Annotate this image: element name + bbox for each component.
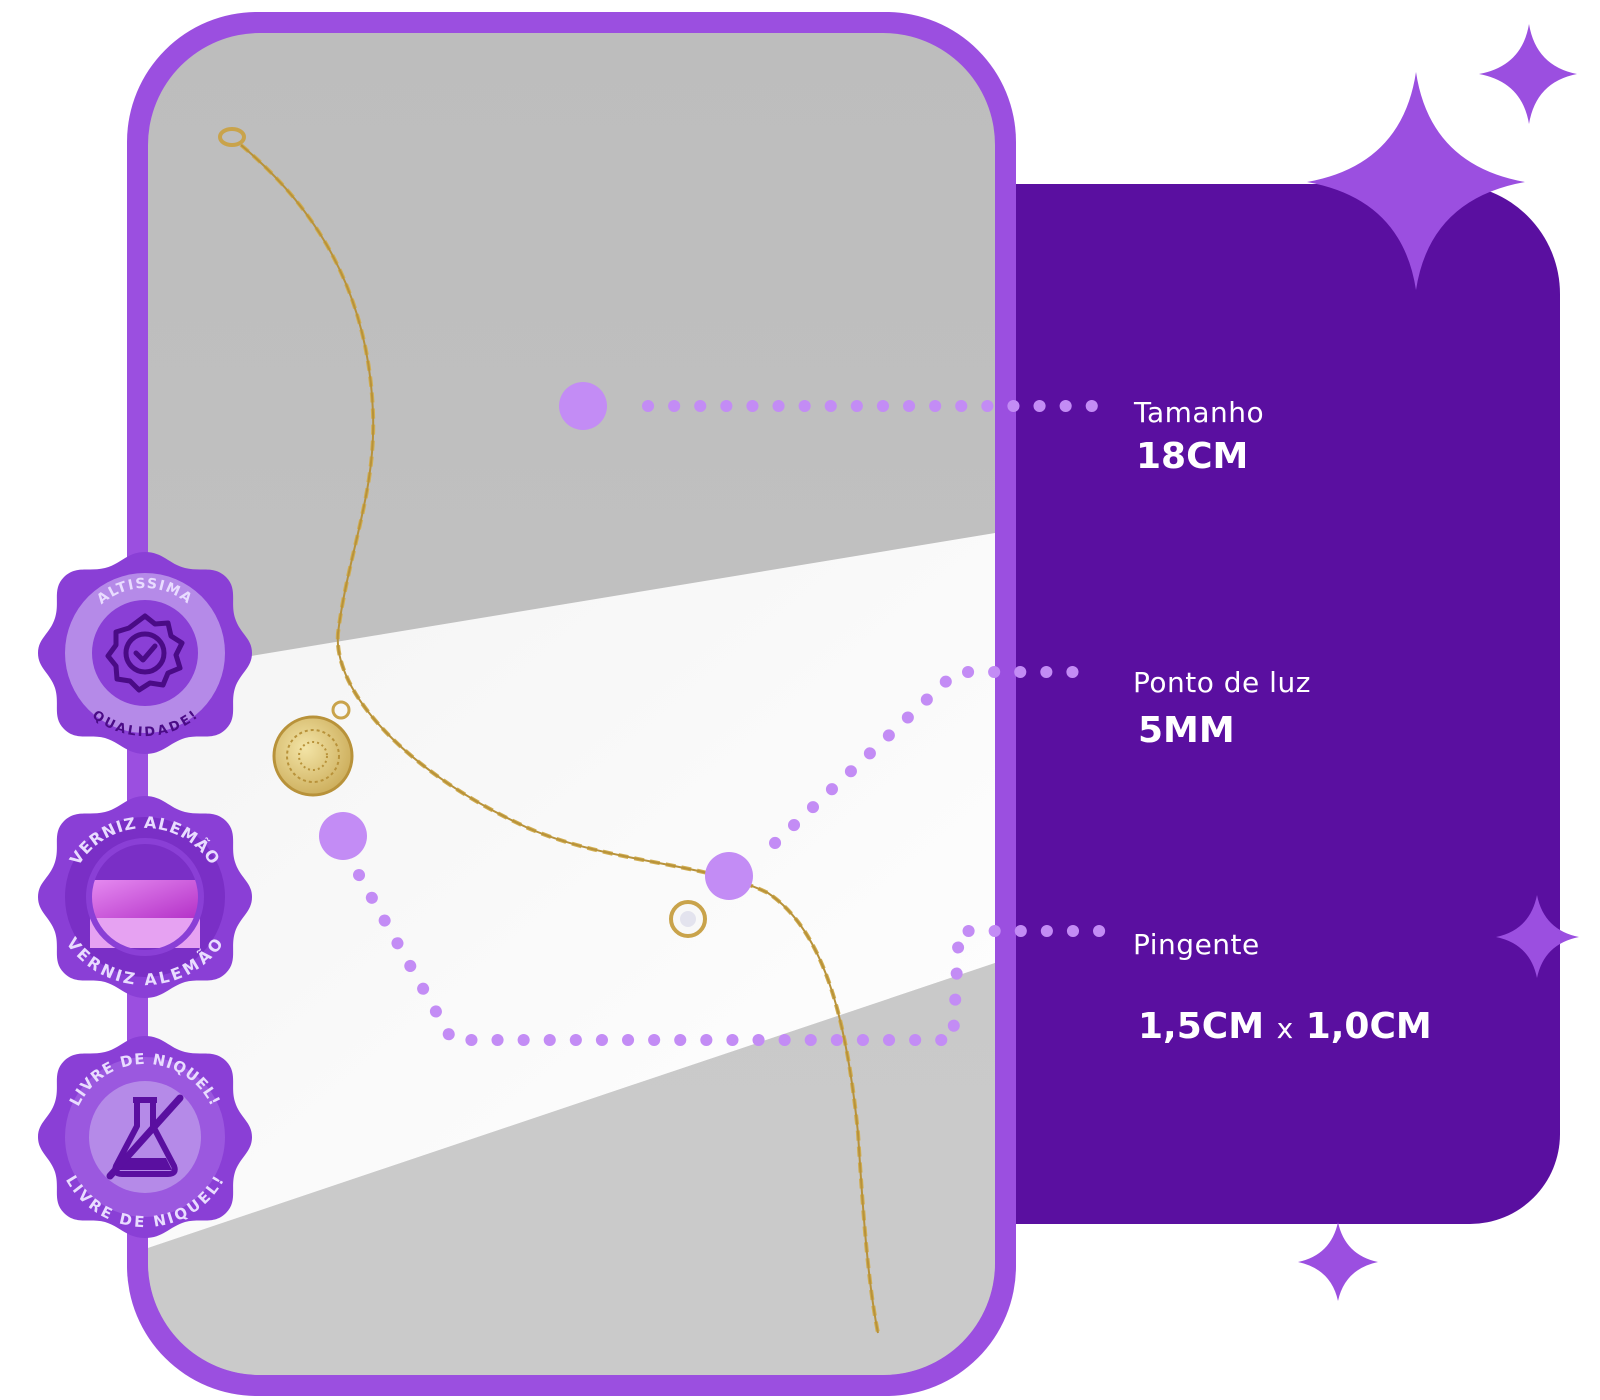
size-label: Tamanho: [1134, 396, 1265, 429]
pendant-label: Pingente: [1133, 928, 1260, 961]
sparkle-icon: [1496, 895, 1579, 978]
light-point-label: Ponto de luz: [1133, 666, 1311, 699]
pendant-height: 1,0CM: [1305, 1006, 1432, 1047]
bracelet-photo: [148, 127, 995, 1375]
pendant-marker-dot: [319, 812, 367, 860]
check-seal-icon: [105, 613, 185, 693]
leader-lines: [353, 400, 1121, 1046]
pendant-width: 1,5CM: [1138, 1006, 1265, 1047]
light-point-leader-line: [769, 666, 1104, 849]
pendant-separator: x: [1276, 1012, 1294, 1045]
size-marker-dot: [559, 382, 607, 430]
light-point-marker-dot: [705, 852, 753, 900]
sparkle-icon: [1307, 72, 1525, 290]
sparkle-icon: [1479, 24, 1577, 124]
sparkle-icon: [1298, 1222, 1378, 1301]
size-value: 18CM: [1136, 436, 1249, 477]
pendant-value: 1,5CM x 1,0CM: [1138, 1006, 1432, 1047]
varnish-badge: VERNIZ ALEMÃO VERNIZ ALEMÃO: [38, 790, 252, 1004]
no-nickel-flask-icon: [106, 1094, 184, 1180]
light-point-value: 5MM: [1138, 710, 1235, 751]
quality-badge: ALTISSIMA QUALIDADE!: [38, 546, 252, 760]
varnish-swatch-icon: [86, 838, 204, 956]
product-photo-frame: [127, 12, 1016, 1396]
product-photo: [148, 33, 995, 1375]
specs-panel: [960, 184, 1560, 1224]
pendant-leader-line: [353, 869, 1118, 1046]
nickel-free-badge: LIVRE DE NIQUEL! LIVRE DE NIQUEL!: [38, 1030, 252, 1244]
